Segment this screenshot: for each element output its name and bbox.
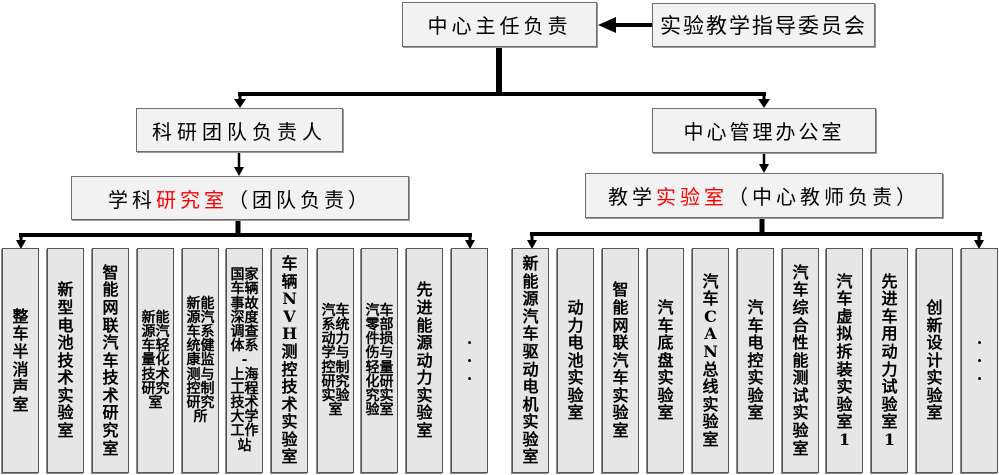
teaching-group-prefix: 教学 (608, 185, 656, 209)
teaching-lab: 新能源汽车驱动电机实验室 (512, 248, 549, 473)
director-label: 中心主任负责 (427, 14, 572, 38)
research-unit-label: 国家车辆事故深度调查体系 - 上海工程技术大学工作站 (230, 267, 259, 454)
teaching-lab-label: 先进车用动力试验室1 (881, 271, 898, 449)
research-group-box: 学科研究室（团队负责） (71, 176, 409, 220)
committee-box: 实验教学指导委员会 (652, 3, 875, 47)
research-unit: 汽车零部件损伤与轻量化研究实验室 (361, 248, 398, 473)
research-head-box: 科研团队负责人 (136, 108, 343, 152)
teaching-lab: 汽车电控实验室 (737, 248, 774, 473)
research-unit: 智能网联汽车技术研究室 (92, 248, 129, 473)
branch-right-arrowhead (758, 99, 770, 108)
branch-left-arrowhead (234, 99, 246, 108)
left-head-to-group-arrowhead (234, 167, 244, 176)
teaching-lab-label: 汽车综合性能测试实验室 (792, 262, 809, 458)
research-unit-label: 车辆NVH测控技术实验室 (281, 253, 298, 467)
research-unit: 新能源汽车系统健康监测与控制研究所 (182, 248, 219, 473)
research-group-suffix: （团队负责） (228, 187, 372, 212)
research-unit-label: 新型电池技术实验室 (57, 280, 74, 441)
teaching-lab-label: 智能网联汽车实验室 (612, 280, 629, 441)
research-head-label: 科研团队负责人 (152, 119, 327, 144)
ellipsis-label: · · · (466, 332, 473, 388)
teaching-lab-label: 汽车电控实验室 (747, 297, 764, 423)
right-head-to-group-arrowhead (759, 164, 769, 173)
research-unit-label: 汽车系统动力学与控制研究实验室 (321, 302, 350, 419)
teaching-group-box: 教学实验室（中心教师负责） (585, 173, 943, 218)
teaching-lab: 创新设计实验室 (916, 248, 953, 473)
research-unit: 整车半消声室 (2, 248, 39, 473)
teaching-lab: 汽车综合性能测试实验室 (782, 248, 819, 473)
teaching-lab-label: 汽车CAN总线实验室 (702, 271, 719, 449)
teaching-lab: 汽车虚拟拆装实验室1 (826, 248, 863, 473)
research-unit: 新能源汽车轻量化技术研究室 (137, 248, 174, 473)
research-unit-more: · · · (451, 248, 488, 473)
teaching-group-highlight: 实验室 (656, 185, 728, 209)
research-unit-label: 汽车零部件损伤与轻量化研究实验室 (365, 302, 394, 419)
management-office-label: 中心管理办公室 (683, 120, 845, 144)
ellipsis-label: · · · (976, 332, 983, 388)
teaching-lab: 汽车底盘实验室 (647, 248, 684, 473)
teaching-lab-label: 新能源汽车驱动电机实验室 (522, 253, 539, 467)
teaching-lab-label: 创新设计实验室 (926, 297, 943, 423)
teaching-lab-more: · · · (961, 248, 998, 473)
teaching-lab: 汽车CAN总线实验室 (692, 248, 729, 473)
research-unit: 汽车系统动力学与控制研究实验室 (317, 248, 354, 473)
committee-label: 实验教学指导委员会 (660, 14, 867, 38)
research-unit: 新型电池技术实验室 (47, 248, 84, 473)
teaching-lab: 动力电池实验室 (557, 248, 594, 473)
research-unit: 国家车辆事故深度调查体系 - 上海工程技术大学工作站 (226, 248, 263, 473)
research-unit-label: 先进能源动力实验室 (416, 280, 433, 441)
research-unit-label: 整车半消声室 (12, 306, 29, 414)
research-unit: 先进能源动力实验室 (406, 248, 443, 473)
research-unit-label: 智能网联汽车技术研究室 (102, 262, 119, 458)
research-unit: 车辆NVH测控技术实验室 (271, 248, 308, 473)
teaching-lab-label: 汽车底盘实验室 (657, 297, 674, 423)
director-box: 中心主任负责 (402, 2, 597, 47)
management-office-box: 中心管理办公室 (652, 108, 876, 153)
research-unit-label: 新能源汽车轻量化技术研究室 (141, 309, 170, 411)
teaching-lab: 智能网联汽车实验室 (602, 248, 639, 473)
research-group-prefix: 学科 (108, 187, 156, 212)
research-unit-label: 新能源汽车系统健康监测与控制研究所 (186, 295, 215, 426)
teaching-lab: 先进车用动力试验室1 (871, 248, 908, 473)
teaching-group-suffix: （中心教师负责） (728, 185, 920, 209)
teaching-lab-label: 汽车虚拟拆装实验室1 (836, 271, 853, 449)
committee-to-director-arrowhead (598, 17, 616, 33)
teaching-lab-label: 动力电池实验室 (567, 297, 584, 423)
research-group-highlight: 研究室 (156, 187, 228, 212)
